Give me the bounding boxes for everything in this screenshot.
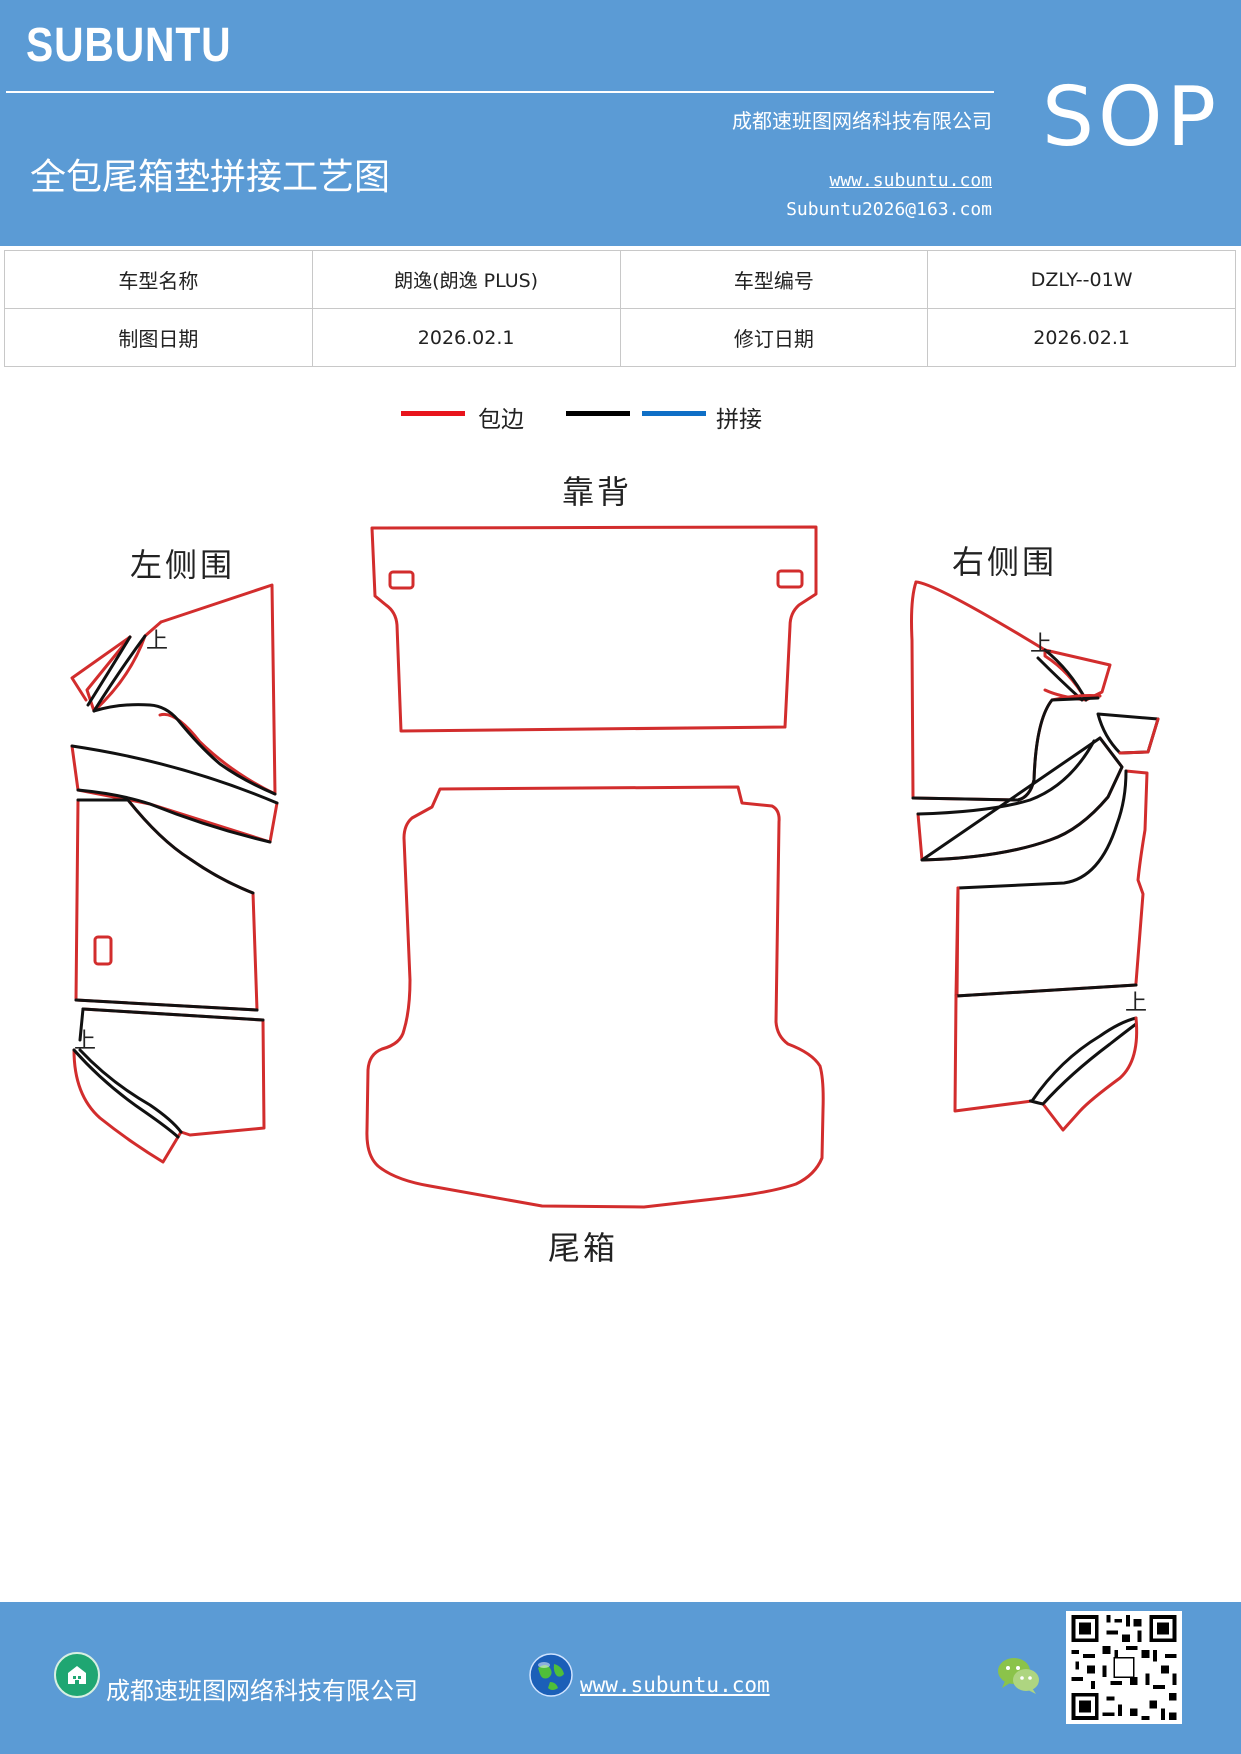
legend-edging-swatch (401, 411, 465, 416)
header-divider (6, 91, 994, 93)
up-mark: 上 (1030, 632, 1052, 657)
up-mark: 上 (146, 629, 168, 654)
drawing-date-value: 2026.02.1 (311, 308, 621, 367)
footer-website-link[interactable]: www.subuntu.com (580, 1673, 770, 1697)
legend-edging-label: 包边 (478, 407, 524, 433)
table-row: 车型名称 朗逸(朗逸 PLUS) 车型编号 DZLY--01W (4, 250, 1236, 309)
sop-label: SOP (1042, 70, 1221, 165)
revision-date-value: 2026.02.1 (927, 308, 1236, 367)
model-name-label: 车型名称 (4, 250, 313, 309)
left-side-title: 左侧围 (130, 546, 236, 584)
footer-banner: 成都速班图网络科技有限公司 www.subuntu.com (0, 1602, 1241, 1754)
email-address[interactable]: Subuntu2026@163.com (786, 199, 992, 220)
footer-company-name: 成都速班图网络科技有限公司 (106, 1677, 418, 1705)
up-marks: 上 上 上 上 (74, 629, 1147, 1054)
up-mark: 上 (1125, 991, 1147, 1016)
backrest-title: 靠背 (562, 473, 633, 511)
qr-code[interactable] (1066, 1611, 1182, 1724)
pattern-svg: 上 上 上 上 (70, 525, 1160, 1209)
company-building-icon (54, 1652, 100, 1698)
model-code-value: DZLY--01W (927, 250, 1236, 309)
legend-splice-swatch (642, 411, 706, 416)
document-title: 全包尾箱垫拼接工艺图 (30, 157, 391, 198)
trunk-title: 尾箱 (548, 1229, 619, 1267)
left-side-pieces (70, 583, 279, 1164)
table-row: 制图日期 2026.02.1 修订日期 2026.02.1 (4, 308, 1236, 367)
model-name-value: 朗逸(朗逸 PLUS) (311, 250, 621, 309)
company-name: 成都速班图网络科技有限公司 (732, 109, 992, 133)
header-banner: SUBUNTU SOP 成都速班图网络科技有限公司 全包尾箱垫拼接工艺图 www… (0, 0, 1241, 246)
legend-black-swatch (566, 411, 630, 416)
globe-icon (528, 1652, 574, 1698)
revision-date-label: 修订日期 (619, 308, 929, 367)
legend: 包边 拼接 (0, 400, 1241, 440)
legend-splice-label: 拼接 (716, 407, 762, 433)
model-code-label: 车型编号 (619, 250, 929, 309)
brand-logo: SUBUNTU (26, 19, 232, 72)
backrest-piece (370, 525, 818, 733)
up-mark: 上 (74, 1029, 96, 1054)
wechat-icon (996, 1654, 1042, 1696)
pattern-drawing: 靠背 左侧围 右侧围 尾箱 (0, 450, 1241, 1270)
drawing-date-label: 制图日期 (4, 308, 313, 367)
right-side-title: 右侧围 (952, 543, 1058, 581)
right-side-pieces (910, 580, 1160, 1132)
website-link[interactable]: www.subuntu.com (829, 170, 992, 191)
vehicle-info-table: 车型名称 朗逸(朗逸 PLUS) 车型编号 DZLY--01W 制图日期 202… (4, 250, 1236, 367)
trunk-piece (365, 785, 825, 1209)
